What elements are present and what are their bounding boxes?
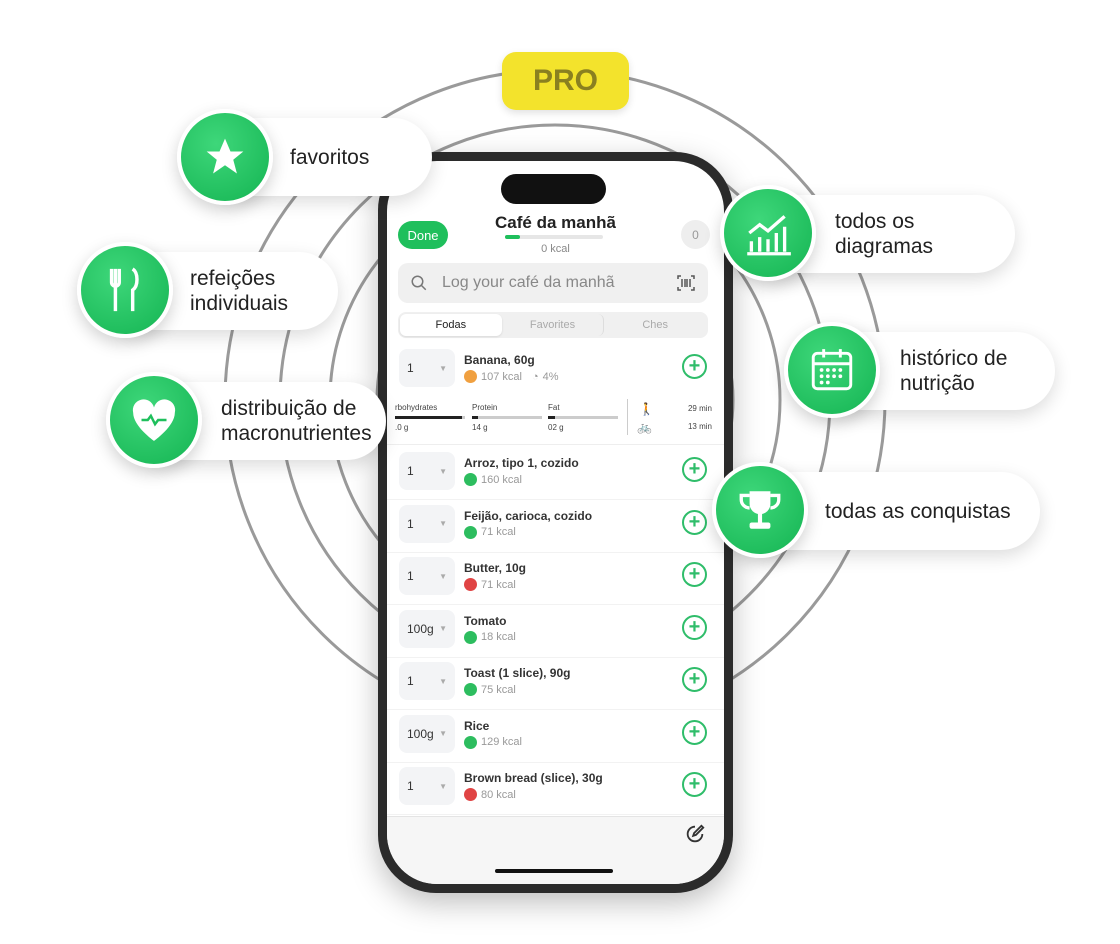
status-dot	[464, 683, 477, 696]
food-percent: 4%	[542, 370, 559, 383]
phone-screen: Done Café da manhã 0 kcal 0 Log your caf…	[387, 161, 724, 884]
status-dot	[464, 788, 477, 801]
pro-badge: PRO	[502, 52, 629, 110]
feature-label: histórico de nutrição	[900, 347, 1008, 395]
status-dot	[464, 370, 477, 383]
food-kcal: 71 kcal	[481, 526, 516, 538]
quantity-select[interactable]: 1▼	[399, 662, 455, 700]
feature-label: todos os diagramas	[835, 210, 934, 258]
edit-icon[interactable]	[684, 823, 706, 845]
food-kcal: 80 kcal	[481, 788, 516, 801]
feature-label: distribuição de macronutrientes	[221, 397, 372, 445]
counter-button[interactable]: 0	[681, 220, 710, 249]
home-indicator	[495, 869, 613, 873]
food-row: 1▼ Arroz, tipo 1, cozido 160 kcal +	[387, 448, 724, 500]
dropdown-arrow-icon: ▼	[439, 363, 447, 373]
add-food-button[interactable]: +	[682, 719, 707, 745]
chart-icon	[720, 185, 816, 281]
food-row: 100g▼ Tomato 18 kcal +	[387, 606, 724, 658]
meal-title: Café da manhã	[495, 213, 616, 232]
walking-icon: 🚶	[639, 402, 654, 416]
meal-kcal: 0 kcal	[541, 243, 570, 255]
food-name: Tomato	[464, 613, 507, 628]
status-dot	[464, 525, 477, 539]
feature-label: favoritos	[290, 145, 370, 169]
pie-icon: ◔	[531, 370, 539, 383]
search-input[interactable]: Log your café da manhã	[398, 263, 708, 303]
add-food-button[interactable]: +	[682, 354, 707, 379]
dropdown-arrow-icon: ▼	[439, 571, 447, 581]
bike-icon: 🚲	[637, 420, 652, 434]
status-dot	[464, 473, 477, 486]
bottom-bar	[387, 816, 724, 884]
food-kcal: 160 kcal	[481, 473, 522, 486]
food-name: Rice	[464, 718, 490, 733]
add-food-button[interactable]: +	[682, 667, 707, 692]
quantity-select[interactable]: 100g▼	[399, 714, 455, 753]
calorie-progress	[505, 235, 603, 239]
add-food-button[interactable]: +	[682, 509, 707, 535]
star-icon	[177, 109, 273, 205]
phone-mockup: Done Café da manhã 0 kcal 0 Log your caf…	[378, 152, 733, 893]
dropdown-arrow-icon: ▼	[439, 676, 447, 686]
heart-pulse-icon	[106, 372, 202, 468]
dropdown-arrow-icon: ▼	[439, 781, 447, 791]
feature-label: todas as conquistas	[825, 499, 1011, 523]
add-food-button[interactable]: +	[682, 614, 707, 640]
food-row: 1▼ Banana, 60g 107 kcal ◔4% +	[387, 345, 724, 397]
add-food-button[interactable]: +	[682, 562, 707, 587]
status-dot	[464, 735, 477, 749]
dynamic-island	[501, 174, 606, 204]
food-kcal: 18 kcal	[481, 631, 516, 643]
search-placeholder: Log your café da manhã	[442, 274, 615, 291]
food-kcal: 71 kcal	[481, 578, 516, 591]
food-name: Brown bread (slice), 30g	[464, 771, 603, 785]
food-row: 1▼ Toast (1 slice), 90g 75 kcal +	[387, 658, 724, 710]
quantity-select[interactable]: 1▼	[399, 504, 455, 543]
status-dot	[464, 578, 477, 591]
food-name: Banana, 60g	[464, 353, 535, 367]
bike-time: 13 min	[687, 422, 712, 431]
dropdown-arrow-icon: ▼	[439, 729, 447, 738]
food-name: Toast (1 slice), 90g	[464, 666, 571, 680]
add-food-button[interactable]: +	[682, 772, 707, 797]
dropdown-arrow-icon: ▼	[439, 466, 447, 476]
quantity-select[interactable]: 1▼	[399, 557, 455, 595]
tab-foods[interactable]: Fodas	[400, 314, 502, 336]
fork-knife-icon	[77, 242, 173, 338]
food-kcal: 129 kcal	[481, 736, 522, 748]
tab-favorites[interactable]: Favorites	[502, 314, 605, 336]
walk-time: 29 min	[687, 404, 712, 413]
quantity-select[interactable]: 1▼	[399, 349, 455, 387]
calendar-icon	[784, 322, 880, 418]
status-dot	[464, 630, 477, 644]
food-name: Feijão, carioca, cozido	[464, 508, 593, 523]
dropdown-arrow-icon: ▼	[439, 624, 447, 633]
dropdown-arrow-icon: ▼	[439, 519, 447, 528]
done-button[interactable]: Done	[398, 221, 448, 249]
tab-bar: Fodas Favorites Ches	[398, 312, 708, 338]
food-row: 1▼ Brown bread (slice), 30g 80 kcal +	[387, 763, 724, 815]
add-food-button[interactable]: +	[682, 457, 707, 482]
food-row: 1▼ Butter, 10g 71 kcal +	[387, 553, 724, 605]
food-kcal: 107 kcal	[481, 370, 522, 383]
feature-label: refeições individuais	[190, 267, 289, 315]
food-row: 100g▼ Rice 129 kcal +	[387, 711, 724, 763]
food-name: Butter, 10g	[464, 561, 527, 575]
macro-carbs: rbohydrates.0 g	[395, 403, 465, 432]
tab-ches[interactable]: Ches	[642, 319, 669, 331]
food-row: 1▼ Feijão, carioca, cozido 71 kcal +	[387, 501, 724, 553]
quantity-select[interactable]: 100g▼	[399, 609, 455, 648]
food-name: Arroz, tipo 1, cozido	[464, 456, 579, 470]
barcode-icon[interactable]	[676, 274, 696, 292]
quantity-select[interactable]: 1▼	[399, 767, 455, 805]
quantity-select[interactable]: 1▼	[399, 452, 455, 490]
food-kcal: 75 kcal	[481, 683, 516, 696]
search-icon	[411, 275, 427, 291]
trophy-icon	[712, 462, 808, 558]
